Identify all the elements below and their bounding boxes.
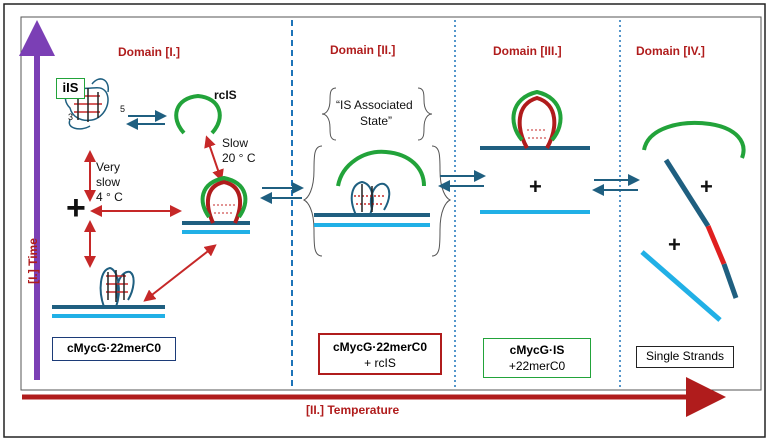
d2-associated-structure	[314, 149, 430, 227]
d1-result-label: cMycG·22merC0	[66, 341, 162, 355]
d3-result-box: cMycG·IS +22merC0	[483, 338, 591, 378]
domain-title-1: Domain [I.]	[118, 45, 180, 59]
domain-title-3: Domain [III.]	[493, 44, 562, 58]
d3-result-sub: +22merC0	[508, 359, 566, 373]
structure-brace-right	[431, 145, 452, 257]
d3-plus-sign: +	[529, 174, 542, 199]
slow-arrow	[204, 135, 224, 182]
d1-result-box: cMycG·22merC0	[52, 337, 176, 361]
structure-brace-left	[302, 145, 323, 257]
d4-strand-blue	[640, 250, 722, 322]
diagonal-arrow	[143, 244, 217, 302]
state-label-line1: “IS Associated	[336, 98, 413, 112]
inner-panel-border	[20, 16, 762, 391]
d4-plus-bottom: +	[668, 232, 681, 257]
state-brace-top	[321, 87, 337, 141]
d2-result-box: cMycG·22merC0 + rcIS	[318, 333, 442, 375]
iis-label: iIS	[62, 80, 79, 95]
d4-result-label: Single Strands	[645, 349, 725, 363]
state-brace-top-right	[417, 87, 433, 141]
iis-quadruplex-icon	[64, 78, 109, 130]
prime-3-label: 3	[68, 112, 74, 122]
d4-strand-teal-2	[721, 263, 739, 299]
domain-title-4: Domain [IV.]	[636, 44, 705, 58]
prime-5-label: 5	[120, 104, 126, 114]
d2-result-label: cMycG·22merC0	[332, 340, 428, 354]
d1-hairpin-duplex	[182, 175, 250, 234]
temperature-axis-label: [II.] Temperature	[306, 403, 400, 417]
d1-plus-sign: +	[66, 189, 86, 227]
d1-bottom-structure	[52, 266, 165, 318]
rcis-label: rcIS	[214, 88, 237, 102]
d4-strand-teal-1	[663, 158, 711, 228]
state-label-line2: State”	[360, 114, 393, 128]
domain-title-2: Domain [II.]	[330, 43, 396, 57]
time-axis-label: [I.] Time	[26, 238, 40, 284]
iis-label-box: iIS	[56, 78, 85, 99]
d4-strand-red	[705, 225, 727, 265]
very-slow-temp-label: 4 ° C	[96, 190, 123, 204]
slow-label: Slow	[222, 136, 249, 150]
d4-plus-top: +	[700, 174, 713, 199]
d3-duplex-structure	[480, 89, 590, 150]
slow-temp-label: 20 ° C	[222, 151, 256, 165]
d4-result-box: Single Strands	[636, 346, 734, 368]
d4-green-arc	[642, 121, 746, 159]
d3-result-label: cMycG·IS	[509, 343, 565, 357]
rcis-arc	[174, 93, 222, 135]
outer-border	[3, 3, 766, 438]
d2-result-sub: + rcIS	[364, 356, 396, 370]
very-label: Very	[96, 160, 121, 174]
very-slow-label: slow	[96, 175, 121, 189]
